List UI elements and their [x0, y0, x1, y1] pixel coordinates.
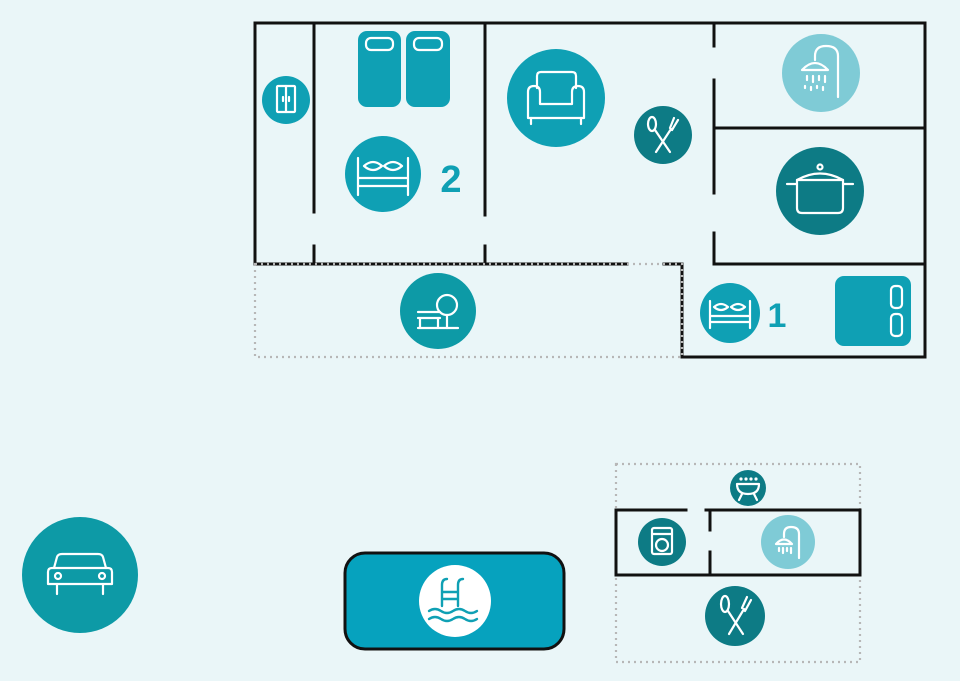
cooking-pot-icon: [776, 147, 864, 235]
single-beds-icon: [358, 31, 450, 107]
wardrobe-icon: [835, 276, 911, 346]
house-walls: [253, 21, 927, 359]
bedroom-2-label: 2: [440, 159, 461, 201]
wardrobe-icon: [262, 76, 310, 124]
car-icon: [22, 517, 138, 633]
barbecue-icon: [730, 470, 766, 506]
washing-machine-icon: [638, 518, 686, 566]
shower-icon: [782, 34, 860, 112]
garden-bench-icon: [400, 273, 476, 349]
garden-terrace-outline: [253, 262, 684, 359]
dining-icon: [705, 586, 765, 646]
double-bed-icon: [700, 283, 760, 343]
double-bed-icon: [345, 136, 421, 212]
dining-icon: [634, 106, 692, 164]
shower-icon: [761, 515, 815, 569]
armchair-icon: [507, 49, 605, 147]
bedroom-1-label: 1: [768, 297, 787, 335]
outbuilding-walls: [614, 508, 862, 577]
swimming-pool-icon: [343, 551, 566, 651]
